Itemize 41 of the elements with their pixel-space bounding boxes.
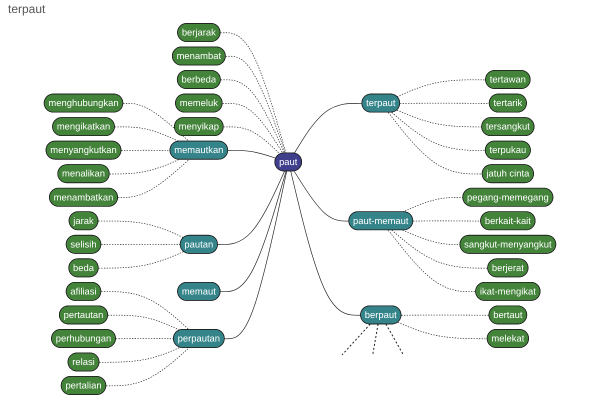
connector bbox=[396, 79, 486, 97]
connector bbox=[100, 291, 190, 330]
connector bbox=[388, 112, 483, 174]
connector bbox=[224, 171, 287, 340]
connector bbox=[114, 126, 180, 142]
connector bbox=[385, 324, 404, 356]
connector bbox=[220, 79, 285, 154]
connector bbox=[372, 324, 379, 356]
connector bbox=[290, 171, 362, 316]
connector bbox=[118, 159, 190, 198]
connector bbox=[106, 348, 190, 386]
connector bbox=[222, 103, 284, 154]
connector bbox=[98, 251, 184, 269]
connector bbox=[108, 314, 180, 330]
connector bbox=[400, 102, 490, 104]
connector bbox=[401, 314, 490, 316]
connector bbox=[388, 230, 476, 292]
connector bbox=[225, 56, 286, 154]
connector bbox=[220, 32, 286, 154]
connector bbox=[122, 103, 190, 142]
connector bbox=[402, 197, 464, 212]
connector bbox=[402, 230, 461, 245]
connector bbox=[109, 159, 180, 174]
connector bbox=[342, 324, 371, 356]
connector bbox=[412, 220, 482, 222]
connector bbox=[228, 150, 276, 159]
connector bbox=[116, 338, 174, 340]
connector bbox=[99, 347, 180, 363]
connector bbox=[121, 150, 171, 151]
connector bbox=[98, 220, 184, 238]
connector bbox=[100, 244, 181, 245]
connector bbox=[392, 230, 488, 269]
connector bbox=[223, 126, 280, 154]
connector bbox=[218, 171, 285, 245]
connector bbox=[396, 110, 482, 128]
connector bbox=[391, 112, 486, 151]
connector bbox=[294, 170, 350, 222]
connector bbox=[294, 103, 363, 154]
word-label: terpaut bbox=[8, 2, 46, 16]
connector bbox=[398, 322, 488, 340]
connector bbox=[220, 171, 286, 292]
